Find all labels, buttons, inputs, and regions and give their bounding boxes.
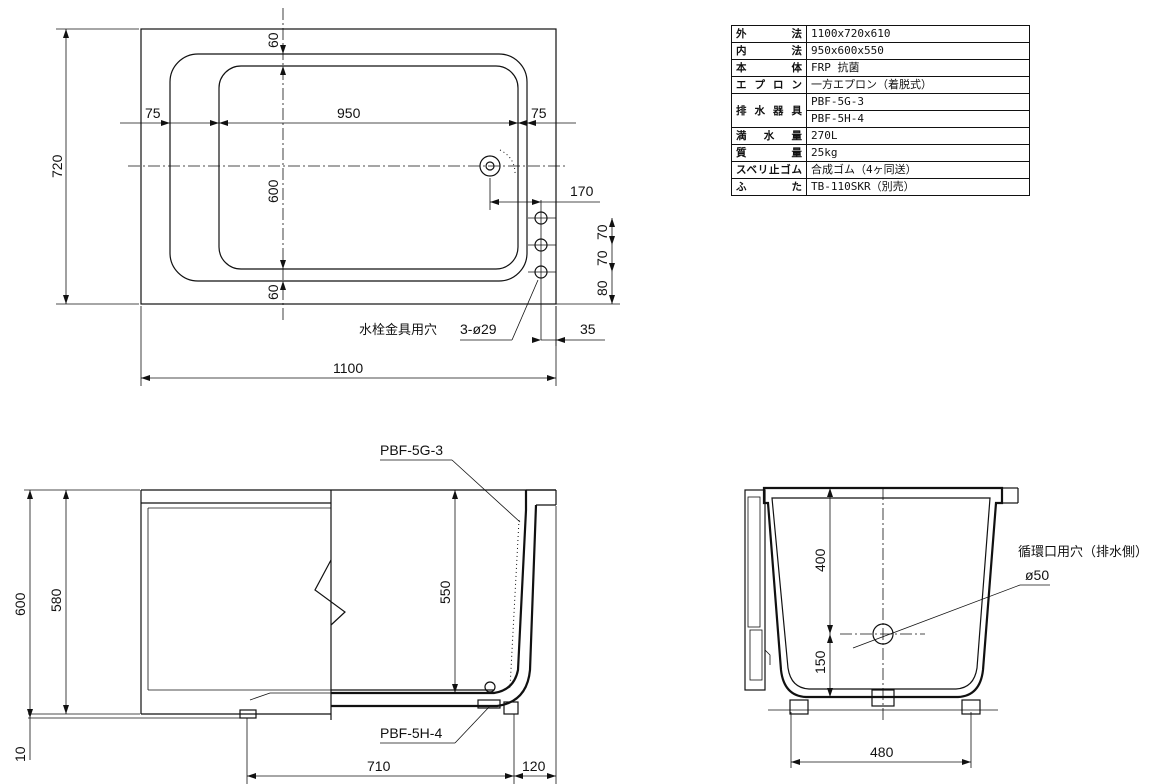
dim-950: 950	[337, 105, 361, 121]
dim-side-10: 10	[12, 746, 28, 762]
dim-side-580: 580	[48, 588, 64, 612]
end-view-body	[762, 486, 1004, 699]
end-hole-label: 循環口用穴（排水側）	[1018, 545, 1148, 560]
spec-key: 内 法	[731, 42, 807, 60]
end-view: 400 150 480 循環口用穴（排水側） ø50	[744, 486, 1148, 768]
top-view-basin	[218, 65, 519, 270]
dim-1100: 1100	[333, 360, 363, 376]
dim-end-480: 480	[870, 744, 894, 760]
overflow-arc	[499, 149, 516, 177]
top-view-outer	[140, 28, 557, 305]
side-view: 600 580 10 550 710 120 PBF-5G-3 PBF-5H-4	[12, 442, 557, 784]
faucet-hole-label: 水栓金具用穴	[359, 322, 437, 338]
dim-60-top: 60	[265, 32, 281, 48]
dim-600-inner: 600	[265, 179, 281, 203]
dim-35: 35	[580, 321, 596, 337]
dim-75-left: 75	[145, 105, 161, 121]
spec-key: 質 量	[731, 144, 807, 162]
dim-side-550: 550	[437, 580, 453, 604]
spec-value: TB-110SKR（別売）	[806, 178, 1030, 196]
spec-value: 270L	[806, 127, 1030, 145]
side-basin-profile	[331, 490, 528, 695]
end-hole-dia: ø50	[1025, 567, 1049, 583]
dim-170: 170	[570, 183, 594, 199]
holes-label: 3-ø29	[460, 321, 497, 337]
dim-end-150: 150	[812, 650, 828, 674]
top-view-rim	[169, 53, 528, 282]
dim-70-b: 70	[594, 250, 610, 266]
spec-key: 排水器具	[731, 93, 807, 128]
circulation-hole	[872, 623, 894, 645]
spec-value: FRP 抗菌	[806, 59, 1030, 77]
dim-60-bottom: 60	[265, 284, 281, 300]
spec-value: PBF-5G-3	[806, 93, 1030, 111]
drain-outer	[479, 155, 501, 177]
spec-value: 1100x720x610	[806, 25, 1030, 43]
dim-720: 720	[49, 154, 65, 178]
dim-side-600: 600	[12, 592, 28, 616]
dim-70-a: 70	[594, 224, 610, 240]
spec-key: 本 体	[731, 59, 807, 77]
spec-row: スベリ止ゴム合成ゴム（4ヶ同送）	[731, 161, 1030, 179]
spec-value: 合成ゴム（4ヶ同送）	[806, 161, 1030, 179]
spec-key: ふ た	[731, 178, 807, 196]
dim-side-710: 710	[367, 758, 391, 774]
side-label-top: PBF-5G-3	[380, 442, 443, 458]
spec-value: PBF-5H-4	[806, 110, 1030, 128]
spec-key: 外 法	[731, 25, 807, 43]
dim-80: 80	[594, 280, 610, 296]
dim-end-400: 400	[812, 548, 828, 572]
spec-value: 25kg	[806, 144, 1030, 162]
spec-value: 一方エプロン（着脱式）	[806, 76, 1030, 94]
top-view: 720 1100 60 60 75 950 75 600 170	[49, 8, 620, 386]
spec-key: 満水量	[731, 127, 807, 145]
side-label-bottom: PBF-5H-4	[380, 725, 442, 741]
spec-key: エプロン	[731, 76, 807, 94]
spec-key: スベリ止ゴム	[731, 161, 807, 179]
spec-value: 950x600x550	[806, 42, 1030, 60]
dim-75-right: 75	[531, 105, 547, 121]
spec-row: エプロン一方エプロン（着脱式）	[731, 76, 1030, 94]
dim-side-120: 120	[522, 758, 546, 774]
drain-inner	[485, 161, 495, 171]
